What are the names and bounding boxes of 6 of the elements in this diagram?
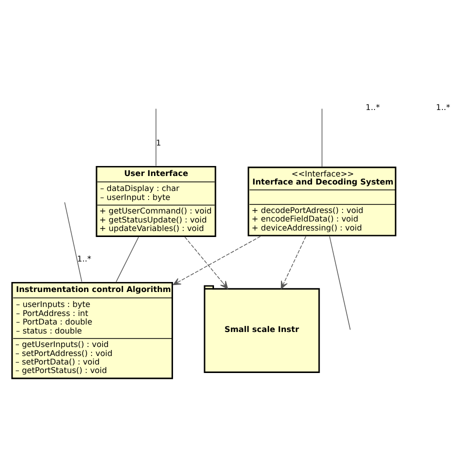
arrow [172, 236, 261, 286]
arrow [184, 236, 228, 289]
connector [64, 202, 82, 282]
connector [329, 236, 351, 330]
connector [116, 236, 139, 282]
arrow [280, 236, 306, 290]
